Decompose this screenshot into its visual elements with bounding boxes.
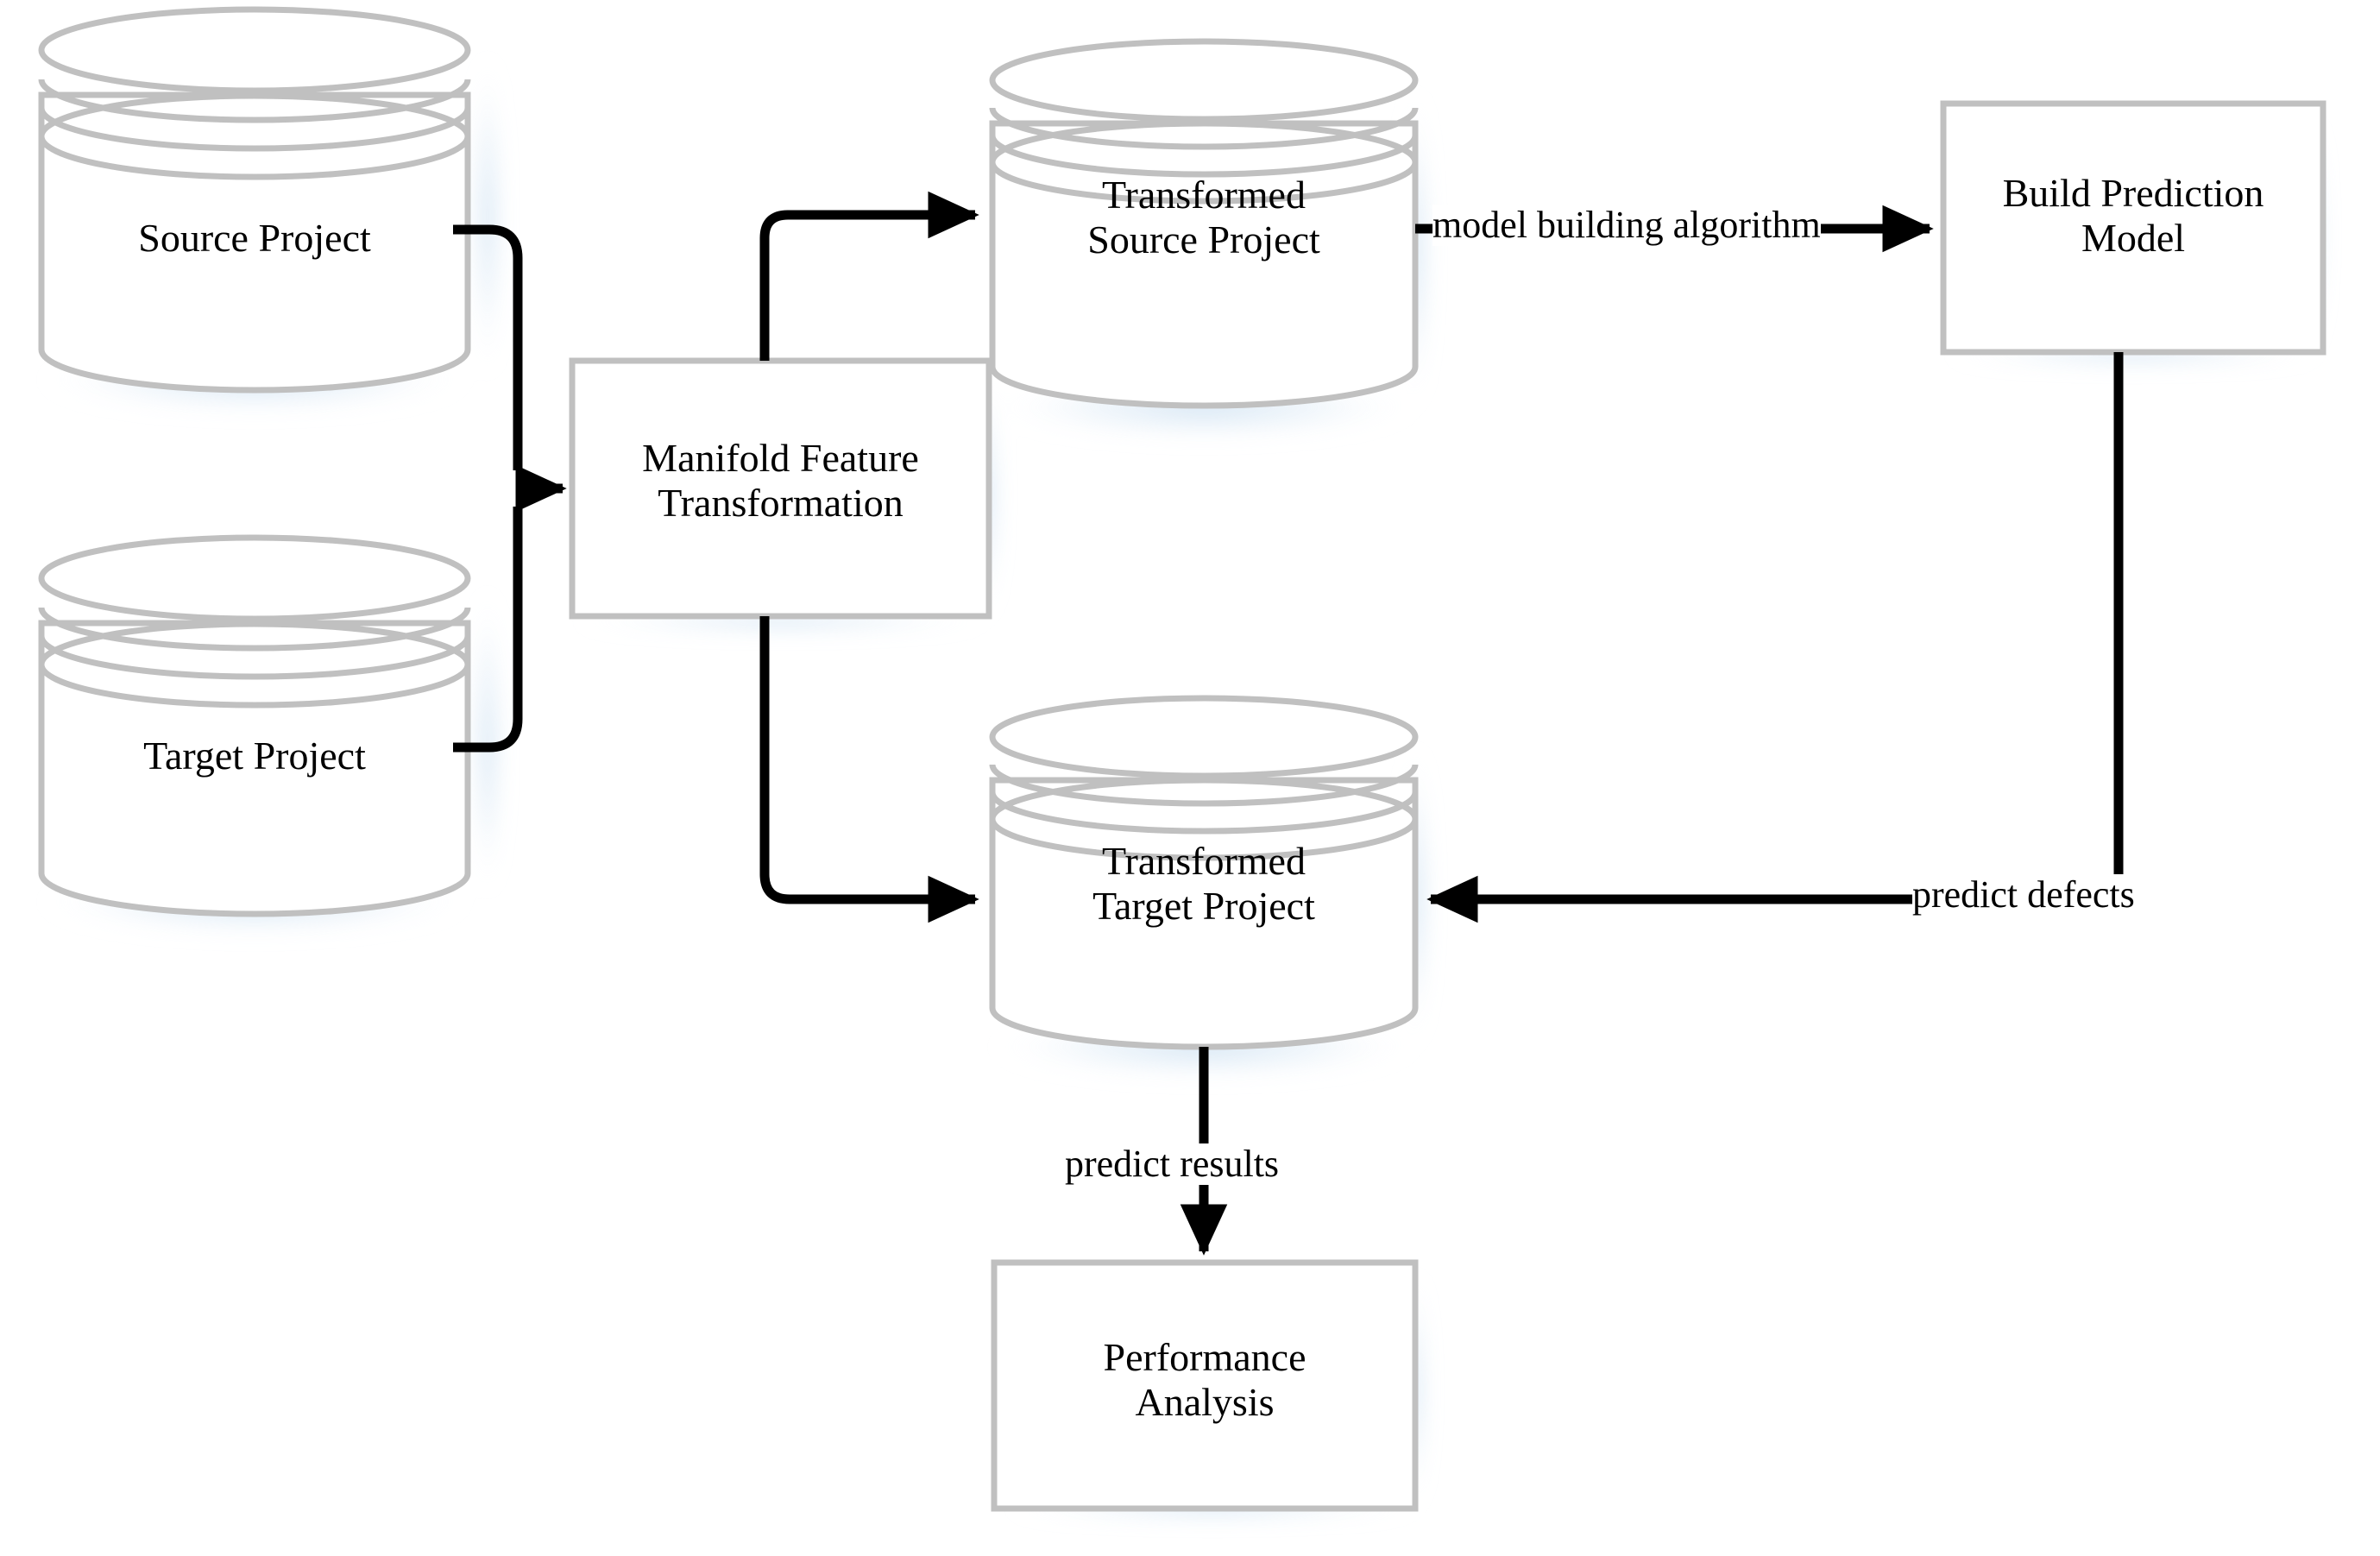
node-shape-target-project[interactable] — [38, 534, 471, 917]
edge-label-predict-results: predict results — [1065, 1143, 1280, 1186]
node-shape-transformed-source-project[interactable] — [989, 38, 1419, 409]
connector-source-to-manifold — [453, 224, 523, 470]
node-shape-build-prediction-model[interactable] — [1940, 100, 2326, 356]
connector-target-to-manifold — [453, 507, 523, 753]
node-shape-source-project[interactable] — [38, 6, 471, 394]
edge-label-model-building-algorithm: model building algorithm — [1432, 204, 1821, 247]
node-shape-manifold-feature-transformation[interactable] — [569, 357, 992, 620]
node-shape-transformed-target-project[interactable] — [989, 695, 1419, 1050]
node-shape-performance-analysis[interactable] — [991, 1259, 1419, 1512]
connector-manifold-to-transformed-target — [759, 616, 979, 923]
connector-manifold-to-transformed-source — [759, 191, 979, 361]
edge-label-predict-defects: predict defects — [1912, 873, 2135, 917]
